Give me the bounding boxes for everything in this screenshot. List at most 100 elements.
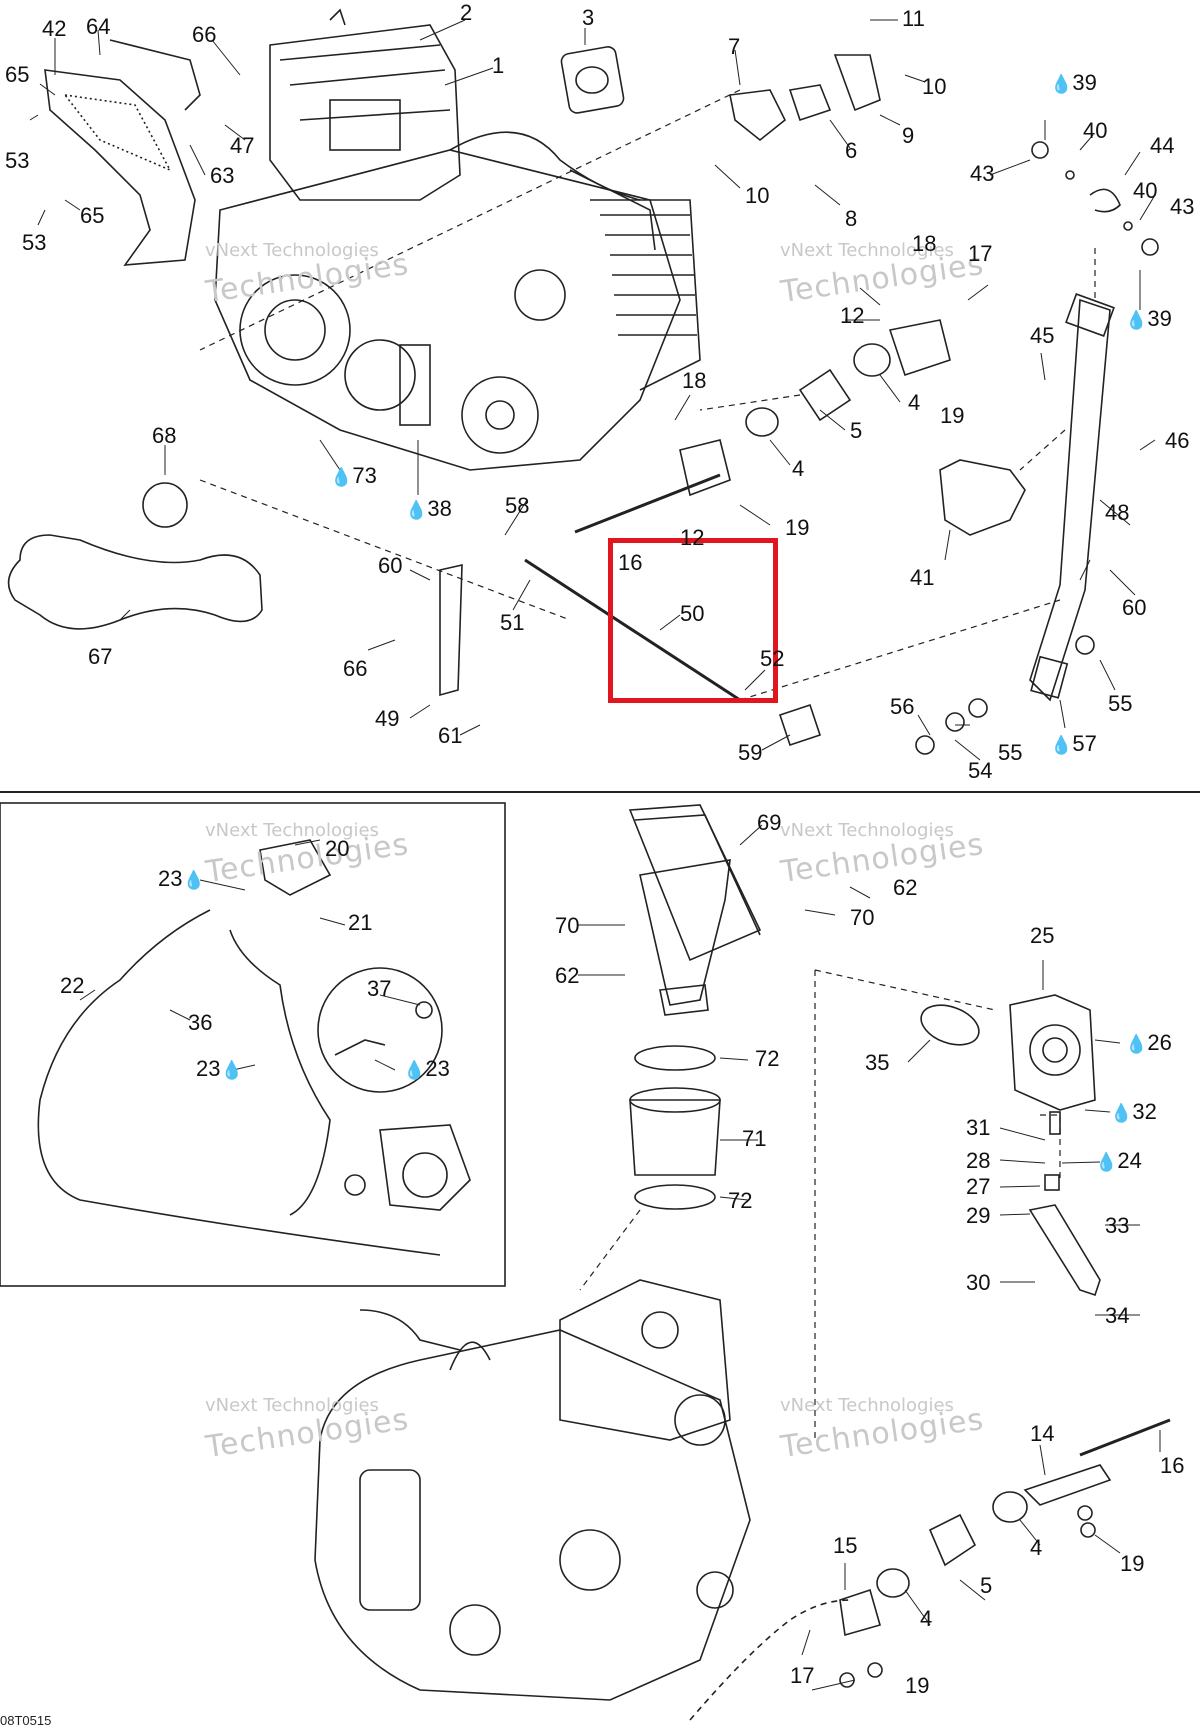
callout: 9 xyxy=(902,123,915,148)
callout: 72 xyxy=(728,1188,753,1213)
callout: 5 xyxy=(850,418,863,443)
callout: 4 xyxy=(908,390,921,415)
drop-icon: 💧 xyxy=(1125,1034,1148,1054)
callout: 43 xyxy=(970,161,995,186)
callout: 28 xyxy=(966,1148,991,1173)
callout: 12 xyxy=(680,525,705,550)
callout: 11 xyxy=(902,6,925,31)
callout: 66 xyxy=(343,656,368,681)
callout: 12 xyxy=(840,303,865,328)
callout: 46 xyxy=(1165,428,1190,453)
callout: 4 xyxy=(792,456,805,481)
drop-icon: 💧 xyxy=(403,1060,426,1080)
callout: 17 xyxy=(968,241,993,266)
callout: 💧32 xyxy=(1110,1099,1157,1124)
callout: 53 xyxy=(5,148,30,173)
callout: 💧24 xyxy=(1095,1148,1142,1173)
callout: 20 xyxy=(325,836,350,861)
callout: 42 xyxy=(42,16,67,41)
callout: 40 xyxy=(1133,178,1158,203)
callout: 💧26 xyxy=(1125,1030,1172,1055)
callout: 10 xyxy=(745,183,770,208)
callout: 2 xyxy=(460,0,473,25)
gasket-drawing xyxy=(560,46,625,114)
drop-icon: 💧 xyxy=(182,870,205,890)
callout: 50 xyxy=(680,601,705,626)
callout: 33 xyxy=(1105,1213,1130,1238)
callout: 41 xyxy=(910,565,935,590)
callout: 37 xyxy=(367,976,392,1001)
callout: 70 xyxy=(555,913,580,938)
cover-41 xyxy=(939,459,1026,536)
callout: 16 xyxy=(618,550,643,575)
callout: 48 xyxy=(1105,500,1130,525)
carburetor-25 xyxy=(1009,994,1096,1111)
callout: 1 xyxy=(492,53,505,78)
callout: 56 xyxy=(890,694,915,719)
callout: 30 xyxy=(966,1270,991,1295)
callout: 70 xyxy=(850,905,875,930)
callout: 14 xyxy=(1030,1421,1055,1446)
callout: 16 xyxy=(1160,1453,1185,1478)
callout: 21 xyxy=(348,910,373,935)
callout: 15 xyxy=(833,1533,858,1558)
rod-50 xyxy=(524,558,741,702)
callout: 10 xyxy=(922,74,947,99)
callout: 35 xyxy=(865,1050,890,1075)
callout: 4 xyxy=(920,1606,933,1631)
callout: 💧39 xyxy=(1050,70,1097,95)
inset-drawing xyxy=(37,839,471,1256)
callout: 63 xyxy=(210,163,235,188)
drop-icon: 💧 xyxy=(1050,74,1073,94)
lever-49 xyxy=(439,563,463,697)
callout: 44 xyxy=(1150,133,1175,158)
callout: 66 xyxy=(192,22,217,47)
drop-icon: 💧 xyxy=(220,1060,243,1080)
heat-shield-drawing xyxy=(44,39,201,266)
callout: 51 xyxy=(500,610,525,635)
callout: 6 xyxy=(845,138,858,163)
callout: 18 xyxy=(912,231,937,256)
callout: 65 xyxy=(5,62,30,87)
callout: 27 xyxy=(966,1174,991,1199)
callout: 19 xyxy=(785,515,810,540)
callout: 60 xyxy=(378,553,403,578)
strut-48 xyxy=(1029,298,1111,702)
callout: 68 xyxy=(152,423,177,448)
callout: 69 xyxy=(757,810,782,835)
callout: 23💧 xyxy=(158,866,205,891)
callout: 💧57 xyxy=(1050,731,1097,756)
callout: 5 xyxy=(980,1573,993,1598)
callout: 19 xyxy=(905,1673,930,1698)
callout: 54 xyxy=(968,758,993,783)
callout: 19 xyxy=(940,403,965,428)
callout: 34 xyxy=(1105,1303,1130,1328)
callout: 67 xyxy=(88,644,113,669)
callout: 60 xyxy=(1122,595,1147,620)
callout: 3 xyxy=(582,5,595,30)
drop-icon: 💧 xyxy=(405,500,428,520)
bracket-9 xyxy=(833,54,881,112)
callout: 55 xyxy=(1108,691,1133,716)
inset-box xyxy=(0,802,506,1287)
bottom-engine-drawing xyxy=(314,1279,751,1701)
top-engine-drawing xyxy=(214,8,701,471)
callout: 31 xyxy=(966,1115,991,1140)
airbox-69 xyxy=(628,804,762,962)
drop-icon: 💧 xyxy=(1095,1152,1118,1172)
callout: 18 xyxy=(682,368,707,393)
drop-icon: 💧 xyxy=(330,467,353,487)
callout: 4 xyxy=(1030,1535,1043,1560)
drop-icon: 💧 xyxy=(1050,735,1073,755)
callout: 7 xyxy=(728,34,741,59)
callout: 62 xyxy=(555,963,580,988)
bracket-7 xyxy=(729,89,787,142)
callout: 💧39 xyxy=(1125,306,1172,331)
callout: 8 xyxy=(845,206,858,231)
callout: 29 xyxy=(966,1203,991,1228)
callout: 61 xyxy=(438,723,463,748)
callout: 58 xyxy=(505,493,530,518)
callout: 53 xyxy=(22,230,47,255)
diagram-code: 08T0515 xyxy=(0,1713,52,1728)
